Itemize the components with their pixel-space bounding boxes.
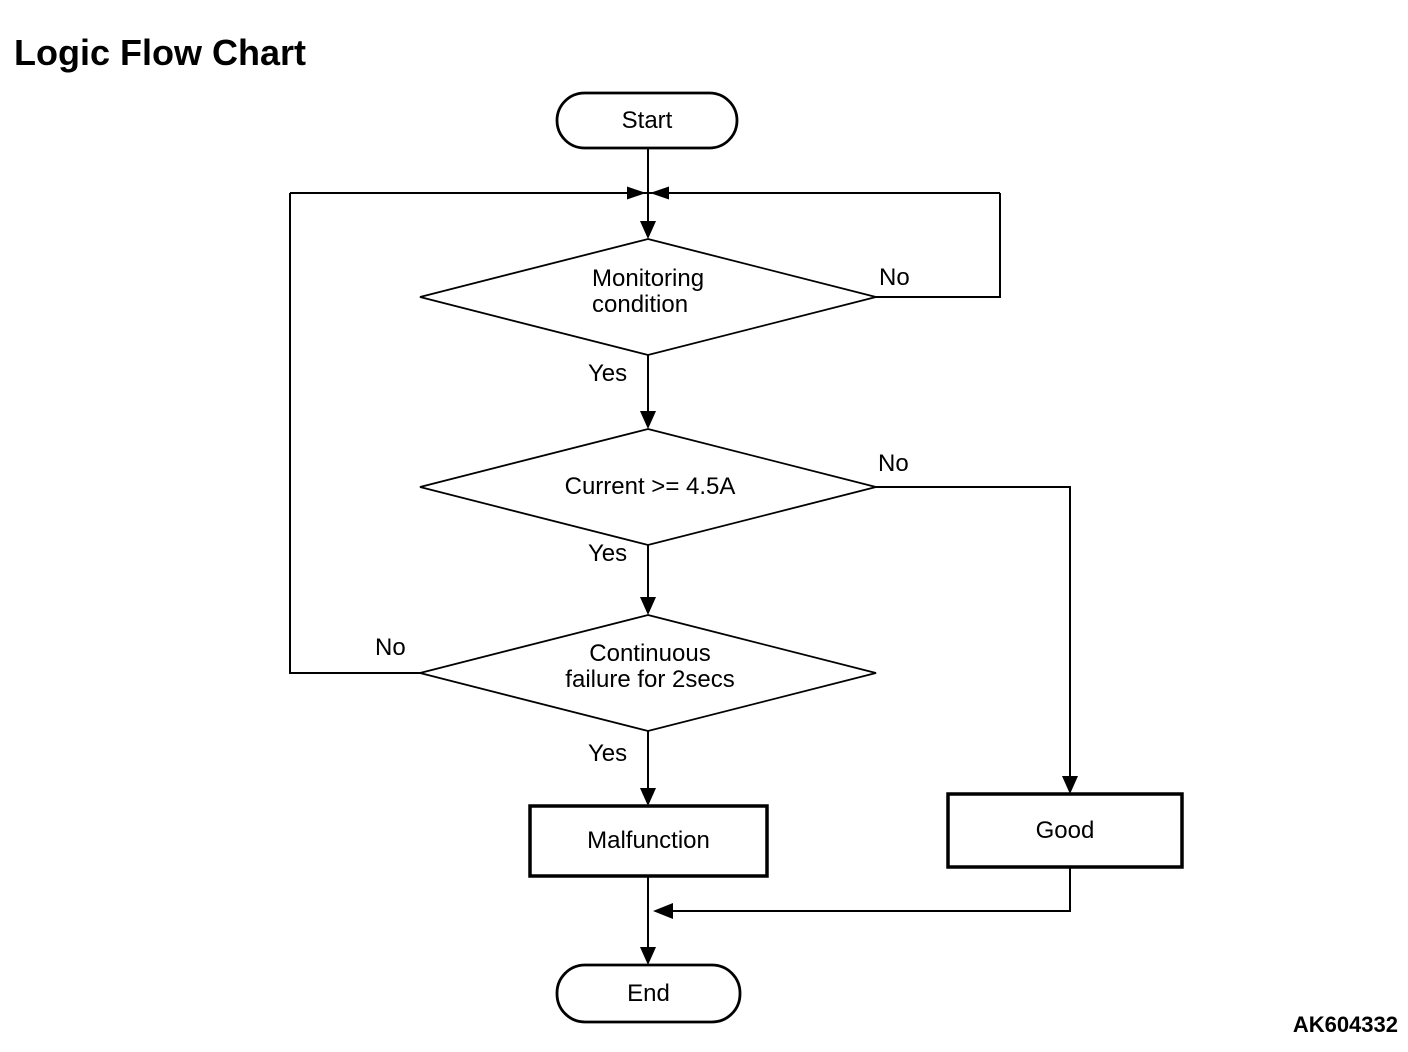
page-title: Logic Flow Chart xyxy=(14,32,306,74)
current-node-label: Current >= 4.5A xyxy=(564,473,736,500)
malfunction-node-label: Malfunction xyxy=(587,827,710,854)
monitoring-decision-shape xyxy=(419,238,877,356)
end-terminator-shape xyxy=(555,963,742,1024)
continuous-node-label-line1: Continuous xyxy=(589,640,711,667)
edge-current-no-to-good xyxy=(876,486,1071,784)
continuous-yes-label: Yes xyxy=(588,740,628,767)
monitoring-yes-label: Yes xyxy=(588,360,628,387)
monitoring-node-label-line1: Monitoring xyxy=(592,265,705,292)
current-decision-shape xyxy=(419,428,877,546)
figure-code: AK604332 xyxy=(1292,1012,1398,1037)
continuous-no-label: No xyxy=(375,634,406,661)
arrowhead-junction-from-right xyxy=(650,186,669,200)
start-node-label: Start xyxy=(621,106,673,134)
edge-continuous-no-loop xyxy=(289,193,420,674)
arrowhead-into-current xyxy=(640,411,656,429)
start-terminator-shape xyxy=(555,91,739,150)
malfunction-process-shape xyxy=(528,804,769,878)
continuous-node-label-line2: failure for 2secs xyxy=(565,666,735,693)
monitoring-no-label: No xyxy=(879,264,910,291)
monitoring-node-label: Monitoring condition xyxy=(592,266,704,318)
arrowhead-junction-from-left xyxy=(627,186,646,200)
good-process-shape xyxy=(946,792,1184,869)
current-yes-label: Yes xyxy=(588,540,628,567)
arrowhead-into-end xyxy=(640,947,656,965)
current-no-label: No xyxy=(878,450,909,477)
arrowhead-into-good xyxy=(1062,776,1078,794)
arrowhead-into-malfunction xyxy=(640,788,656,806)
arrowhead-merge-from-good xyxy=(653,903,673,919)
good-node-label: Good xyxy=(1035,816,1095,844)
continuous-node-label: Continuous failure for 2secs xyxy=(498,641,802,693)
continuous-decision-shape xyxy=(419,614,877,732)
edge-monitoring-no-loop xyxy=(876,193,1001,298)
edge-good-to-merge xyxy=(658,867,1071,912)
arrowhead-into-monitoring xyxy=(640,221,656,239)
arrowhead-into-continuous xyxy=(640,597,656,615)
end-node-label: End xyxy=(627,979,670,1007)
monitoring-node-label-line2: condition xyxy=(592,291,689,318)
